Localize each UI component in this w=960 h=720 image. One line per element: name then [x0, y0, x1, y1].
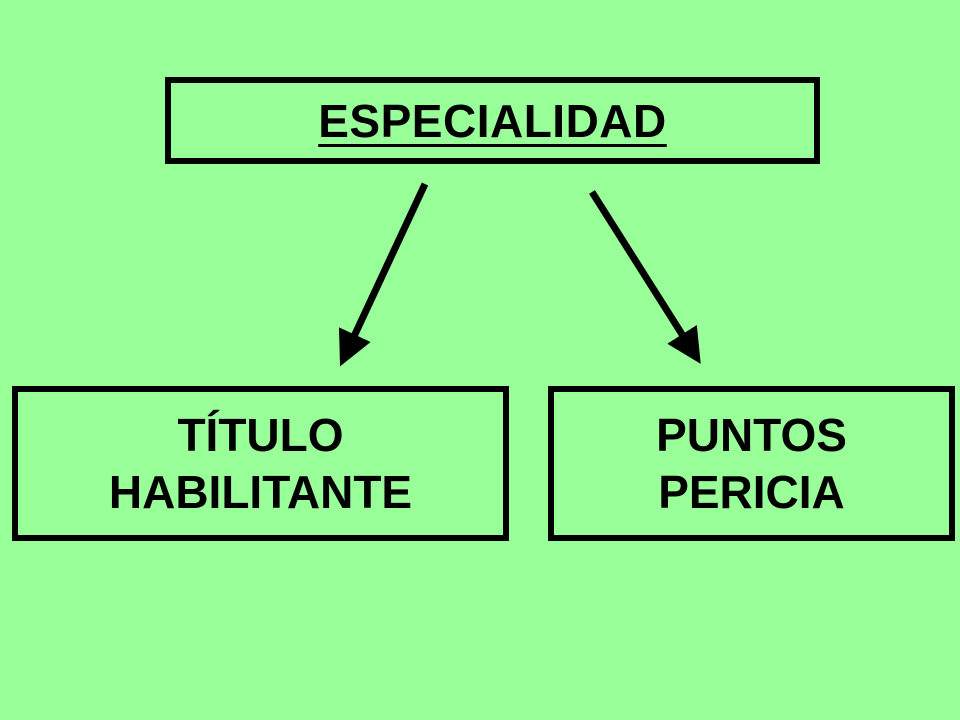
- box-puntos-pericia: PUNTOS PERICIA: [548, 386, 955, 541]
- box-especialidad-label: ESPECIALIDAD: [318, 94, 667, 147]
- arrow-to-puntos: [589, 190, 701, 364]
- arrow-to-titulo: [338, 182, 429, 367]
- box-especialidad: ESPECIALIDAD: [165, 77, 820, 164]
- box-titulo-line1: TÍTULO: [177, 409, 344, 462]
- box-puntos-line2: PERICIA: [658, 465, 845, 518]
- box-puntos-line1: PUNTOS: [656, 409, 847, 462]
- box-titulo-habilitante: TÍTULO HABILITANTE: [12, 386, 509, 541]
- box-titulo-line2: HABILITANTE: [108, 465, 413, 518]
